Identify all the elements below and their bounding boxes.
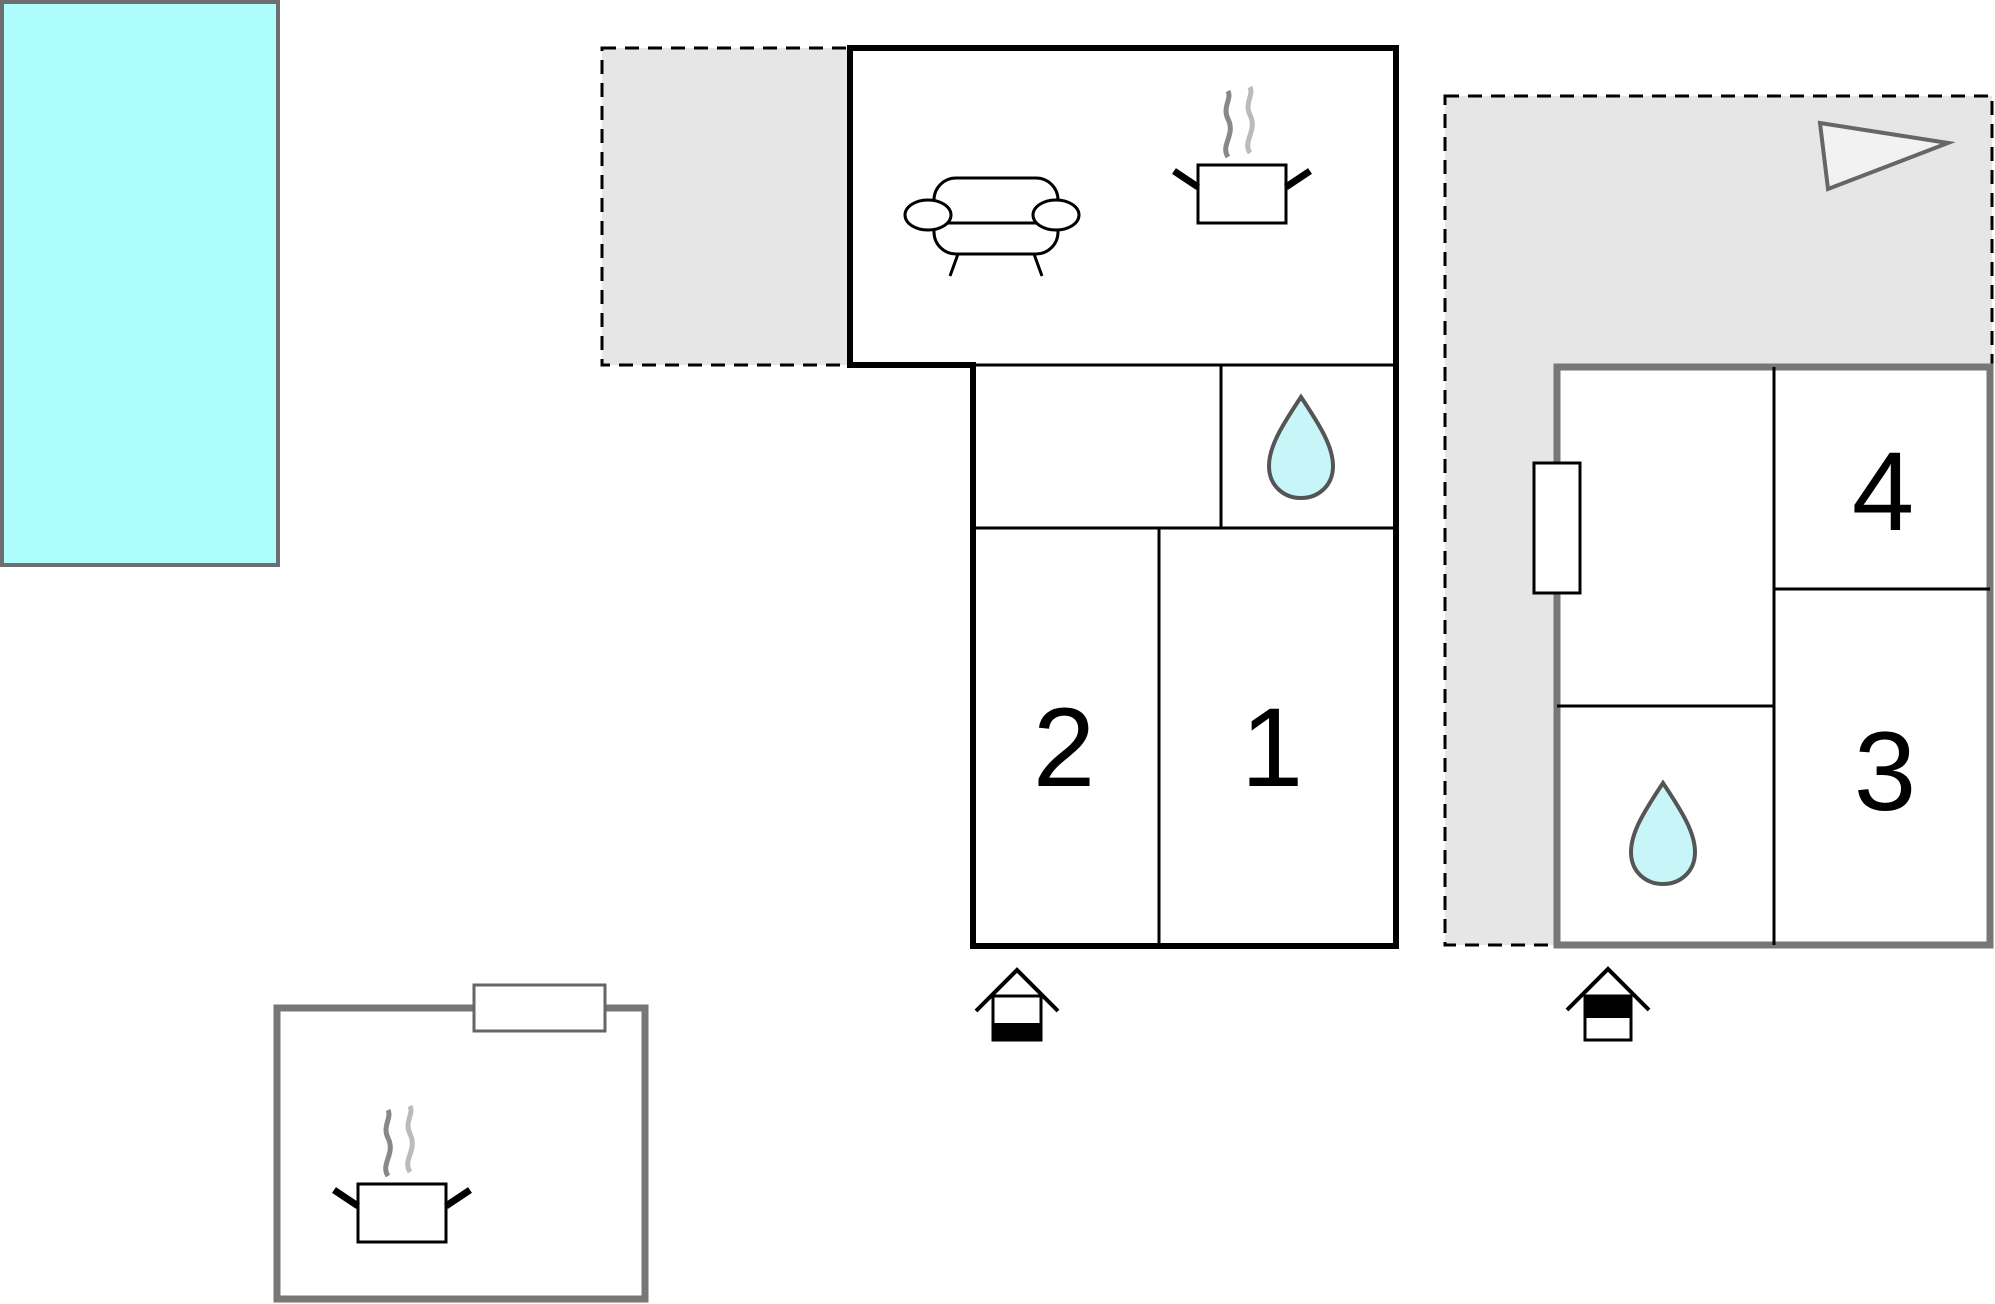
room-label-3: 3 bbox=[1854, 709, 1916, 834]
window-east-wing bbox=[1532, 461, 1582, 595]
cooking-pot-icon bbox=[334, 1106, 470, 1242]
entrance-house-icon bbox=[1565, 966, 1651, 1042]
cooking-pot-icon bbox=[1174, 87, 1310, 223]
east-wing-interior-walls bbox=[1557, 367, 1990, 945]
room-label-4: 4 bbox=[1852, 429, 1914, 554]
terrace-west bbox=[600, 46, 852, 367]
room-label-1: 1 bbox=[1241, 685, 1303, 810]
pool bbox=[0, 0, 280, 567]
entrance-house-icon bbox=[974, 967, 1060, 1042]
outdoor-kitchen-outline bbox=[273, 1004, 649, 1303]
water-drop-icon bbox=[1629, 781, 1697, 886]
main-house-outline bbox=[847, 45, 1399, 949]
sofa-icon bbox=[903, 176, 1081, 277]
main-house-interior-walls bbox=[973, 363, 1396, 946]
room-label-2: 2 bbox=[1033, 685, 1095, 810]
water-drop-icon bbox=[1267, 395, 1335, 500]
north-arrow-icon bbox=[1817, 120, 1956, 192]
window-outdoor-kitchen bbox=[472, 983, 607, 1033]
